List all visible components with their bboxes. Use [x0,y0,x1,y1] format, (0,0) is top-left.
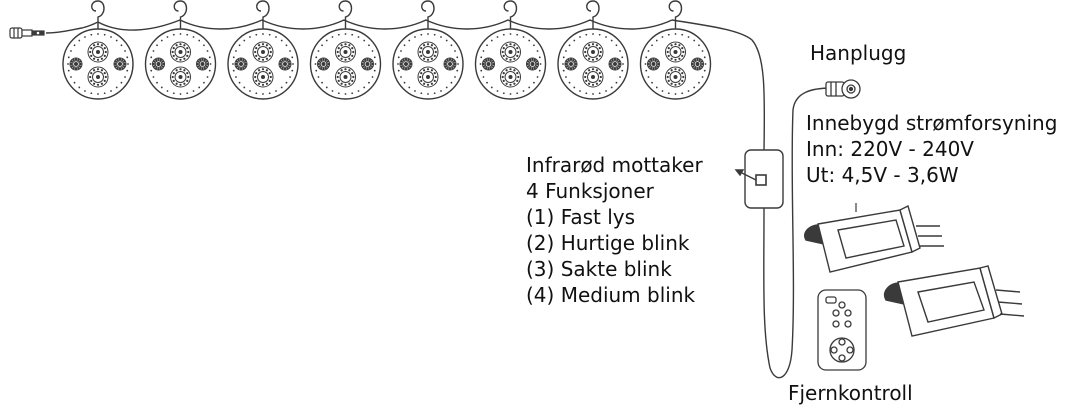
ir-receiver-box-icon [734,149,784,209]
receiver-function-2: (2) Hurtige blink [526,231,690,255]
lantern-row [62,0,712,100]
wire-group [45,19,833,379]
round-lantern-icon [62,0,134,100]
receiver-title: Infrarød mottaker [526,153,703,177]
male-plug-icon [825,79,861,99]
wire-to-plug [763,87,833,379]
round-lantern-icon [309,0,382,100]
remote-label: Fjernkontroll [788,381,913,405]
receiver-description: Infrarød mottaker 4 Funksjoner (1) Fast … [526,152,703,308]
power-supply-title: Innebygd strømforsyning [806,111,1058,135]
round-lantern-icon [639,0,712,100]
wire-to-receiver [671,19,766,151]
round-lantern-icon [227,0,299,100]
remote-control-icon [817,289,867,371]
power-adapter-icon-2 [883,265,1025,337]
round-lantern-icon [144,0,217,100]
power-supply-output: Ut: 4,5V - 3,6W [806,163,959,187]
plug-label: Hanplugg [810,41,907,65]
wire-top [97,19,673,31]
wire-start [45,21,99,34]
round-lantern-icon [392,0,464,100]
receiver-function-4: (4) Medium blink [526,283,696,307]
receiver-function-1: (1) Fast lys [526,205,636,229]
round-lantern-icon [474,0,547,100]
receiver-function-count: 4 Funksjoner [526,179,654,203]
receiver-function-3: (3) Sakte blink [526,257,672,281]
power-adapter-icon [804,204,944,273]
round-lantern-icon [557,0,629,100]
power-supply-description: Innebygd strømforsyning Inn: 220V - 240V… [806,110,1057,188]
power-supply-input: Inn: 220V - 240V [806,137,974,161]
end-connector-icon [9,27,45,39]
